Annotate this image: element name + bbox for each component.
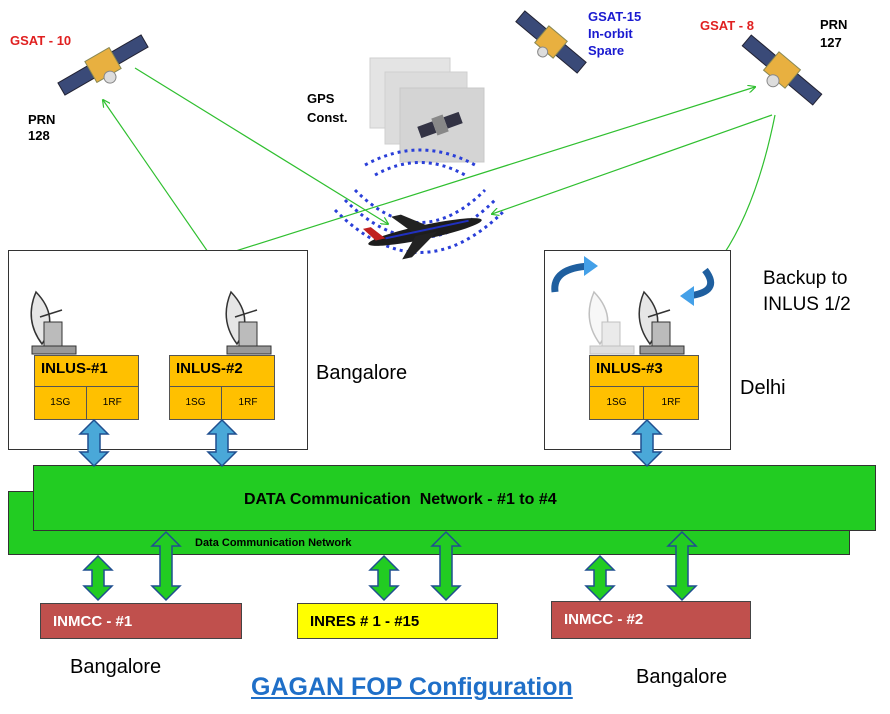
backup-note: Backup to INLUS 1/2 xyxy=(763,268,851,315)
gps-constellation-icon xyxy=(369,57,485,163)
inlus-3-subunits: 1SG 1RF xyxy=(590,386,698,419)
prn-127-label: PRN 127 xyxy=(820,17,848,50)
inlus-1-name: INLUS-#1 xyxy=(41,360,108,377)
inmcc-2-label: INMCC - #2 xyxy=(564,611,644,628)
delhi-location: Delhi xyxy=(740,377,786,399)
inlus-1-station: INLUS-#1 1SG 1RF xyxy=(34,355,139,420)
data-network-front: DATA Communication Network - #1 to #4 xyxy=(33,465,876,531)
inlus-1-subunits: 1SG 1RF xyxy=(35,386,138,419)
gps-constellation-label: GPS Const. xyxy=(307,91,348,125)
gsat-15-label: GSAT-15 In-orbit Spare xyxy=(588,9,642,58)
inmcc-1-box: INMCC - #1 xyxy=(40,603,242,639)
gsat-8-label: GSAT - 8 xyxy=(700,18,754,33)
inlus-3-sg: 1SG xyxy=(590,387,644,419)
gsat-8-satellite-icon xyxy=(741,34,823,106)
inlus-2-station: INLUS-#2 1SG 1RF xyxy=(169,355,275,420)
inres-box: INRES # 1 - #15 xyxy=(297,603,498,639)
inlus-2-sg: 1SG xyxy=(170,387,222,419)
gsat-10-satellite-icon xyxy=(57,34,149,96)
page-title: GAGAN FOP Configuration xyxy=(251,673,573,701)
inlus-2-subunits: 1SG 1RF xyxy=(170,386,274,419)
delhi-station-group xyxy=(544,250,731,450)
inlus-2-rf: 1RF xyxy=(238,397,258,408)
prn-128-label: PRN 128 xyxy=(28,112,56,143)
bangalore-right-location: Bangalore xyxy=(636,666,728,688)
bangalore-station-group xyxy=(8,250,308,450)
gsat-10-label: GSAT - 10 xyxy=(10,33,72,48)
inres-label: INRES # 1 - #15 xyxy=(310,613,420,630)
inlus-3-rf: 1RF xyxy=(661,397,681,408)
inlus-3-name: INLUS-#3 xyxy=(596,360,663,377)
inlus-1-rf: 1RF xyxy=(102,397,122,408)
data-network-back-label: Data Communication Network xyxy=(195,537,352,549)
inlus-3-station: INLUS-#3 1SG 1RF xyxy=(589,355,699,420)
bangalore-left-location: Bangalore xyxy=(70,656,162,678)
inmcc-2-box: INMCC - #2 xyxy=(551,601,751,639)
gsat-15-satellite-icon xyxy=(515,10,587,74)
bangalore-station-location: Bangalore xyxy=(316,362,408,384)
aircraft-icon xyxy=(362,214,482,260)
data-network-front-label: DATA Communication Network - #1 to #4 xyxy=(244,491,557,508)
inlus-2-name: INLUS-#2 xyxy=(176,360,243,377)
inlus-1-sg: 1SG xyxy=(35,387,87,419)
inmcc-1-label: INMCC - #1 xyxy=(53,613,133,630)
